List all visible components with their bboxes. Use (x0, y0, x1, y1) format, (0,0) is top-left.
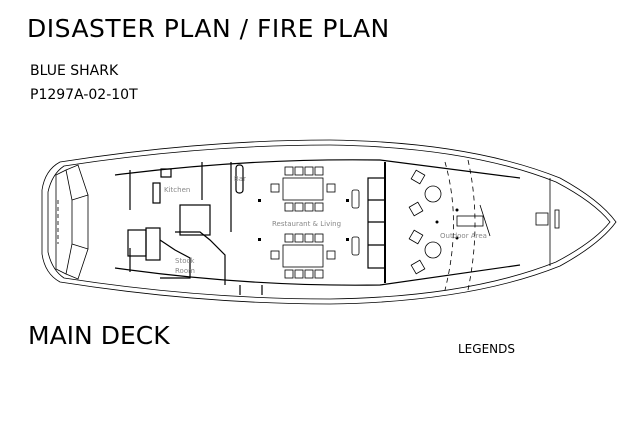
legends-title: LEGENDS (458, 342, 515, 356)
drawing-code: P1297A-02-10T (30, 87, 138, 103)
outdoor-seating (408, 159, 560, 291)
dining-table-top (270, 166, 336, 212)
room-label-bar: Bar (234, 175, 246, 183)
column-posts (258, 199, 459, 241)
interior-walls (114, 159, 521, 295)
stern-platform (55, 164, 89, 280)
page-title: DISASTER PLAN / FIRE PLAN (27, 14, 390, 43)
dining-table-bottom (270, 233, 336, 279)
room-label-outdoor: Outdoor Area (440, 232, 487, 240)
room-label-stock: Stock (175, 257, 195, 265)
vessel-name: BLUE SHARK (30, 63, 119, 79)
room-label-room: Room (175, 267, 195, 275)
hull-outline (41, 139, 617, 305)
deck-title: MAIN DECK (28, 321, 170, 350)
room-label-kitchen: Kitchen (164, 186, 190, 194)
room-label-restaurant: Restaurant & Living (272, 220, 341, 228)
